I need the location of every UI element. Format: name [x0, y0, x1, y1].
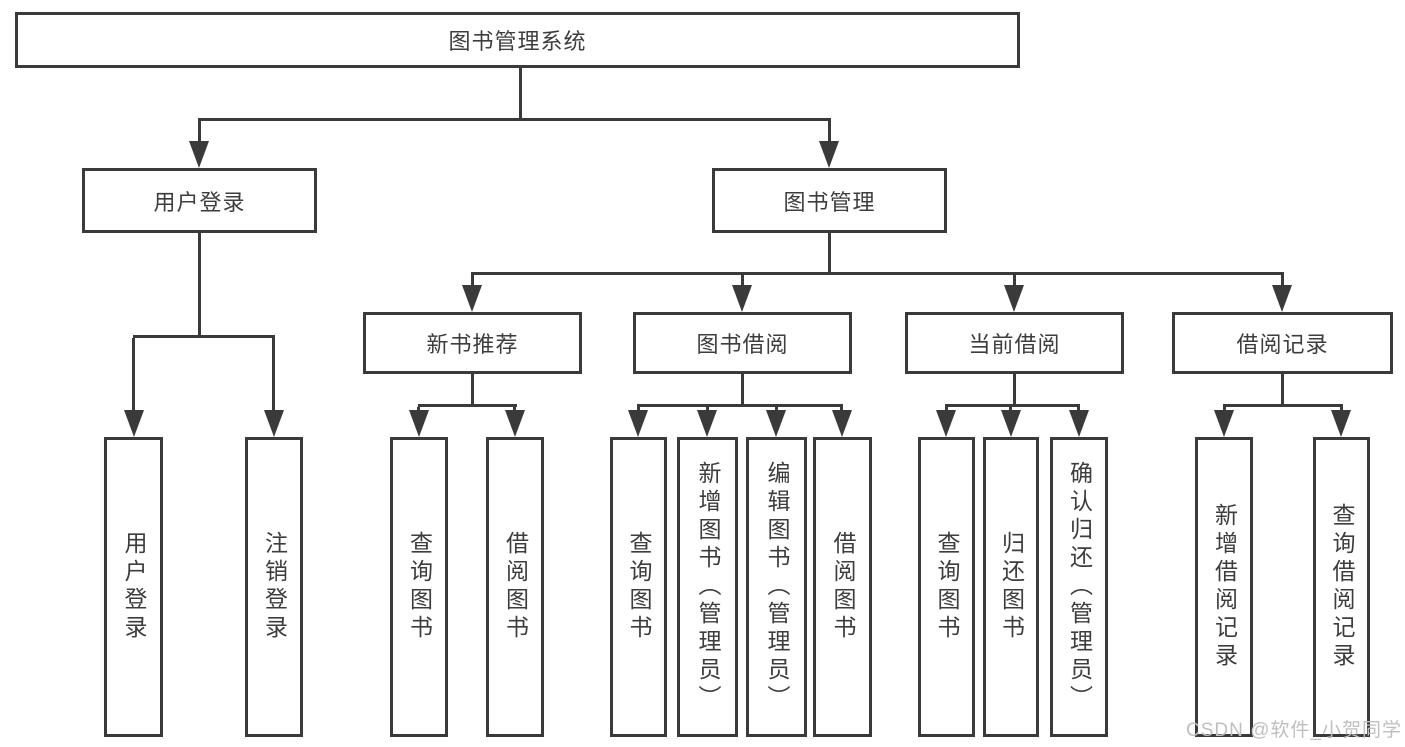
connector-level2-hline: [471, 272, 1284, 275]
connector-borrow-records-hline: [1223, 404, 1343, 407]
connector-borrow-record-stem: [1281, 275, 1284, 287]
connector-leaf-stem: [272, 338, 275, 412]
connector-book-management-stem: [828, 121, 831, 143]
leaf-add-borrow-record: 新增借阅记录: [1195, 437, 1253, 737]
leaf-label: 用户登录: [121, 531, 147, 643]
arrowhead-leaf: [832, 410, 852, 437]
connector-book-borrow-hline: [637, 404, 843, 407]
leaf-label: 借阅图书: [830, 531, 856, 643]
node-label: 新书推荐: [426, 332, 519, 357]
arrowhead-leaf: [697, 410, 717, 437]
leaf-label: 新增图书（管理员）: [695, 461, 721, 713]
connector-user-login-down: [198, 233, 201, 337]
leaf-label: 确认归还（管理员）: [1066, 461, 1093, 713]
arrowhead-leaf: [1214, 410, 1234, 437]
leaf-label: 查询图书: [626, 531, 652, 643]
arrowhead-leaf: [766, 410, 786, 437]
connector-book-management-down: [828, 233, 831, 274]
leaf-query-books-borrow: 查询图书: [610, 437, 667, 737]
connector-new-book-hline: [418, 404, 517, 407]
arrowhead-new-book-recommend: [462, 285, 482, 312]
leaf-edit-books-admin: 编辑图书（管理员）: [746, 437, 807, 737]
arrowhead-leaf: [505, 410, 525, 437]
connector-user-login-stem: [198, 121, 201, 143]
node-label: 图书管理: [783, 189, 876, 215]
arrowhead-leaf: [124, 410, 144, 437]
node-borrow-records: 借阅记录: [1172, 312, 1393, 374]
connector-book-borrow-down: [741, 374, 744, 406]
leaf-add-books-admin: 新增图书（管理员）: [677, 437, 738, 737]
node-current-borrow: 当前借阅: [905, 312, 1124, 374]
leaf-borrow-books: 借阅图书: [813, 437, 872, 737]
arrowhead-current-borrow: [1004, 285, 1024, 312]
node-label: 借阅记录: [1236, 332, 1329, 357]
connector-borrow-records-down: [1281, 374, 1284, 406]
leaf-label: 查询图书: [406, 531, 433, 643]
node-new-book-recommend: 新书推荐: [363, 312, 582, 374]
connector-current-borrow-stem: [1013, 275, 1016, 287]
leaf-label: 归还图书: [998, 531, 1025, 643]
leaf-borrow-books-recommend: 借阅图书: [486, 437, 544, 737]
leaf-logout-login: 注销登录: [245, 437, 303, 737]
leaf-label: 查询借阅记录: [1329, 503, 1355, 671]
arrowhead-book-borrow: [732, 285, 752, 312]
leaf-label: 新增借阅记录: [1211, 503, 1238, 671]
leaf-return-books: 归还图书: [983, 437, 1039, 737]
node-label: 图书借阅: [696, 332, 789, 357]
connector-current-borrow-down: [1013, 374, 1016, 406]
arrowhead-leaf: [936, 410, 956, 437]
csdn-watermark: CSDN @软件_小贺同学: [1186, 720, 1402, 741]
arrowhead-leaf: [409, 410, 429, 437]
node-book-management: 图书管理: [712, 168, 947, 233]
arrowhead-book-management: [819, 141, 839, 168]
arrowhead-leaf: [628, 410, 648, 437]
arrowhead-user-login: [189, 141, 209, 168]
connector-book-borrow-stem: [741, 275, 744, 287]
connector-current-borrow-hline: [945, 404, 1080, 407]
leaf-label: 编辑图书（管理员）: [764, 461, 790, 713]
leaf-query-books-recommend: 查询图书: [390, 437, 448, 737]
connector-leaf-stem: [132, 338, 135, 412]
connector-user-login-hline: [133, 335, 275, 338]
node-book-borrow: 图书借阅: [633, 312, 852, 374]
node-user-login: 用户登录: [82, 168, 317, 233]
leaf-query-books-current: 查询图书: [918, 437, 975, 737]
leaf-confirm-return-admin: 确认归还（管理员）: [1050, 437, 1108, 737]
connector-level1-hline: [198, 118, 831, 121]
node-label: 图书管理系统: [448, 29, 587, 54]
arrowhead-leaf: [264, 410, 284, 437]
arrowhead-leaf: [1069, 410, 1089, 437]
leaf-query-borrow-record: 查询借阅记录: [1313, 437, 1370, 737]
leaf-user-login: 用户登录: [104, 437, 163, 737]
node-label: 用户登录: [153, 189, 246, 215]
connector-root-stem: [519, 68, 522, 120]
leaf-label: 查询图书: [934, 531, 960, 643]
connector-new-book-stem: [471, 275, 474, 287]
arrowhead-borrow-records: [1272, 285, 1292, 312]
arrowhead-leaf: [1001, 410, 1021, 437]
connector-new-book-down: [471, 374, 474, 406]
leaf-label: 借阅图书: [502, 531, 529, 643]
node-label: 当前借阅: [968, 332, 1061, 357]
leaf-label: 注销登录: [261, 531, 288, 643]
node-library-management-system: 图书管理系统: [15, 12, 1020, 68]
arrowhead-leaf: [1331, 410, 1351, 437]
